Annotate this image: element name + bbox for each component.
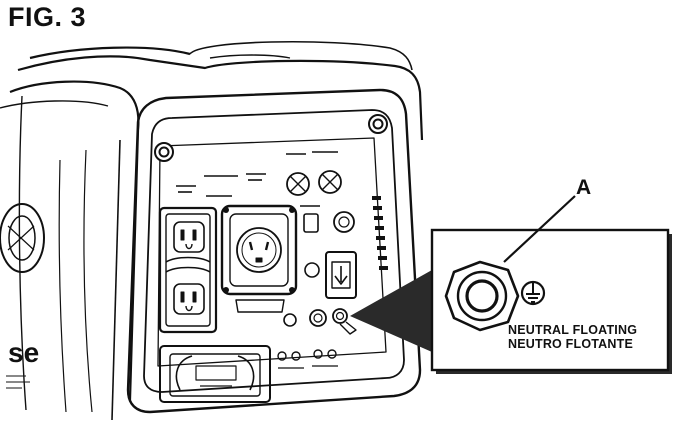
small-print-lines [6,375,30,389]
usb-port-block [304,251,357,299]
vent-slots [372,196,388,270]
breaker-switches [286,170,355,233]
ground-terminal-icon [444,260,520,332]
ground-symbol-icon [520,280,546,306]
callout-label-a: A [576,176,592,199]
inset-box [430,228,672,374]
caption-spanish: NEUTRO FLOTANTE [508,337,633,351]
duplex-outlet [158,206,218,334]
brand-fragment: se [8,337,39,368]
panel-ground-terminal [283,308,357,335]
generator-housing [0,40,424,421]
rv-outlet [220,204,298,313]
figure-title: FIG. 3 [8,2,87,32]
display-module [159,345,338,403]
caption-english: NEUTRAL FLOATING [508,323,638,337]
neutral-floating-caption: NEUTRAL FLOATING NEUTRO FLOTANTE [508,323,637,351]
control-panel-frame [126,88,422,414]
callout-leader-line [503,195,576,263]
callout-wedge [350,270,432,352]
panel-fine-print [176,151,338,207]
panel-screws [154,114,388,162]
